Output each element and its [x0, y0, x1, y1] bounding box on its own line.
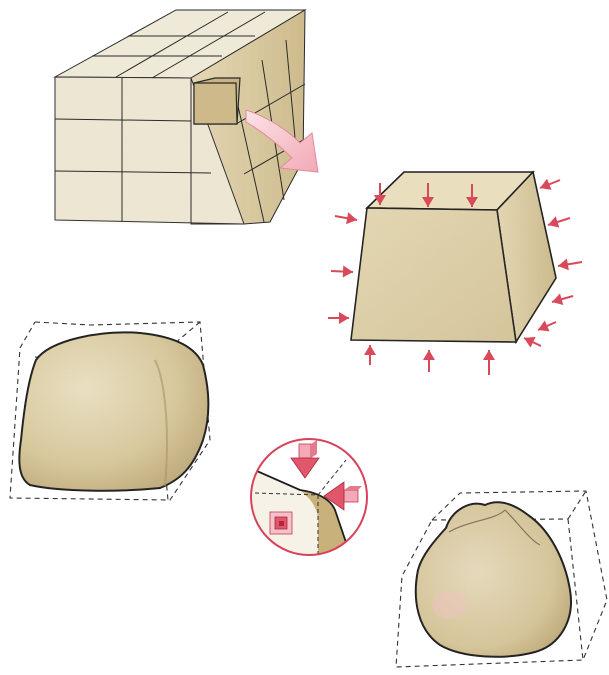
pressure-arrow-icon — [540, 179, 560, 190]
pressure-arrow-icon — [558, 258, 582, 270]
pressure-arrow-icon — [328, 312, 349, 324]
pressure-arrow-icon — [423, 350, 435, 372]
pressure-arrow-icon — [364, 345, 376, 365]
rounded-block — [10, 322, 210, 500]
pressure-arrow-icon — [552, 293, 573, 305]
pressure-arrow-icon — [270, 512, 292, 534]
pressure-arrow-icon — [538, 320, 556, 331]
spheroidal-boulder — [396, 491, 607, 667]
pressure-arrow-icon — [331, 266, 353, 278]
quarry-block-array — [55, 10, 305, 224]
pressure-arrow-icon — [548, 216, 570, 227]
pressure-arrow-icon — [335, 212, 357, 224]
edge-detail — [250, 439, 367, 560]
pressure-arrow-icon — [483, 350, 495, 375]
pressure-arrow-icon — [524, 337, 541, 348]
highlighted-block — [194, 78, 240, 124]
